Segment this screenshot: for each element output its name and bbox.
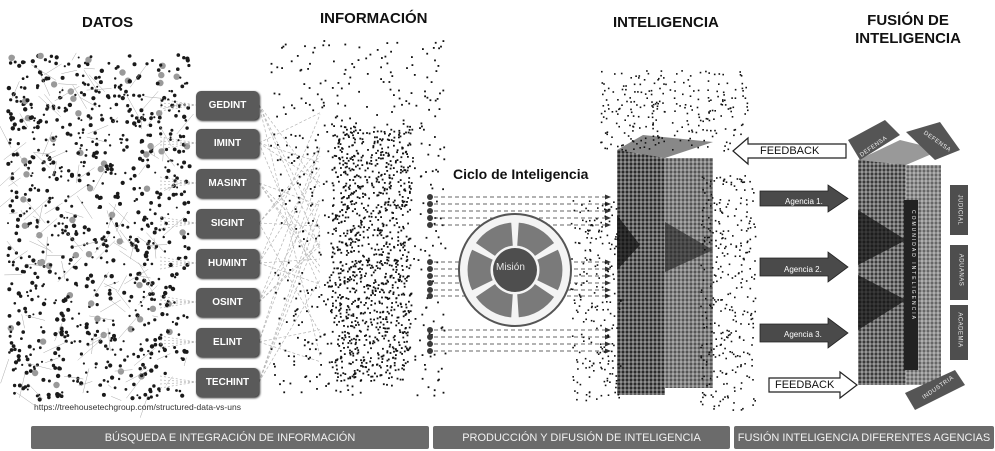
feedback-top-label: FEEDBACK (760, 145, 820, 157)
fusion-center-caption: COMUNIDAD INTELIGENCIA (910, 210, 916, 321)
source-sigint: SIGINT (196, 209, 259, 238)
phase-bar-produccion: PRODUCCIÓN Y DIFUSIÓN DE INTELIGENCIA (433, 426, 730, 449)
agency-3-label: Agencia 3. (784, 330, 822, 339)
source-elint: ELINT (196, 328, 259, 357)
source-humint: HUMINT (196, 249, 259, 278)
phase-bar-busqueda: BÚSQUEDA E INTEGRACIÓN DE INFORMACIÓN (31, 426, 429, 449)
agency-arrows (759, 184, 849, 349)
stage-title-inteligencia: INTELIGENCIA (613, 14, 719, 31)
data-cloud (0, 52, 194, 418)
cycle-title: Ciclo de Inteligencia (453, 166, 589, 182)
agency-1-label: Agencia 1. (785, 197, 823, 206)
source-gedint: GEDINT (196, 91, 259, 120)
stage-title-fusion: FUSIÓN DE INTELIGENCIA (848, 12, 968, 48)
cycle-wheel (458, 213, 572, 327)
source-osint: OSINT (196, 288, 259, 317)
phase-bar-fusion: FUSIÓN INTELIGENCIA DIFERENTES AGENCIAS (734, 426, 994, 449)
fusion-label-judicial: JUDICIAL (956, 194, 963, 226)
fusion-label-academia: ACADEMIA (956, 312, 963, 348)
feedback-arrows (732, 136, 858, 400)
intelligence-tower (570, 70, 757, 411)
source-url: https://treehousetechgroup.com/structure… (34, 402, 241, 412)
stage-title-fusion-line2: INTELIGENCIA (855, 30, 961, 47)
information-cloud (270, 40, 447, 397)
fusion-label-aduanas: ADUANAS (957, 253, 964, 287)
source-imint: IMINT (196, 129, 259, 158)
feedback-bottom-label: FEEDBACK (775, 379, 835, 391)
source-techint: TECHINT (196, 368, 259, 397)
agency-2-label: Agencia 2. (784, 265, 822, 274)
stage-title-informacion: INFORMACIÓN (320, 10, 428, 27)
stage-title-datos: DATOS (82, 14, 134, 31)
stage-title-fusion-line1: FUSIÓN DE (867, 12, 949, 29)
fusion-tower (848, 120, 968, 410)
source-masint: MASINT (196, 169, 259, 198)
cycle-center-label: Misión (496, 262, 525, 273)
source-links (159, 98, 321, 389)
